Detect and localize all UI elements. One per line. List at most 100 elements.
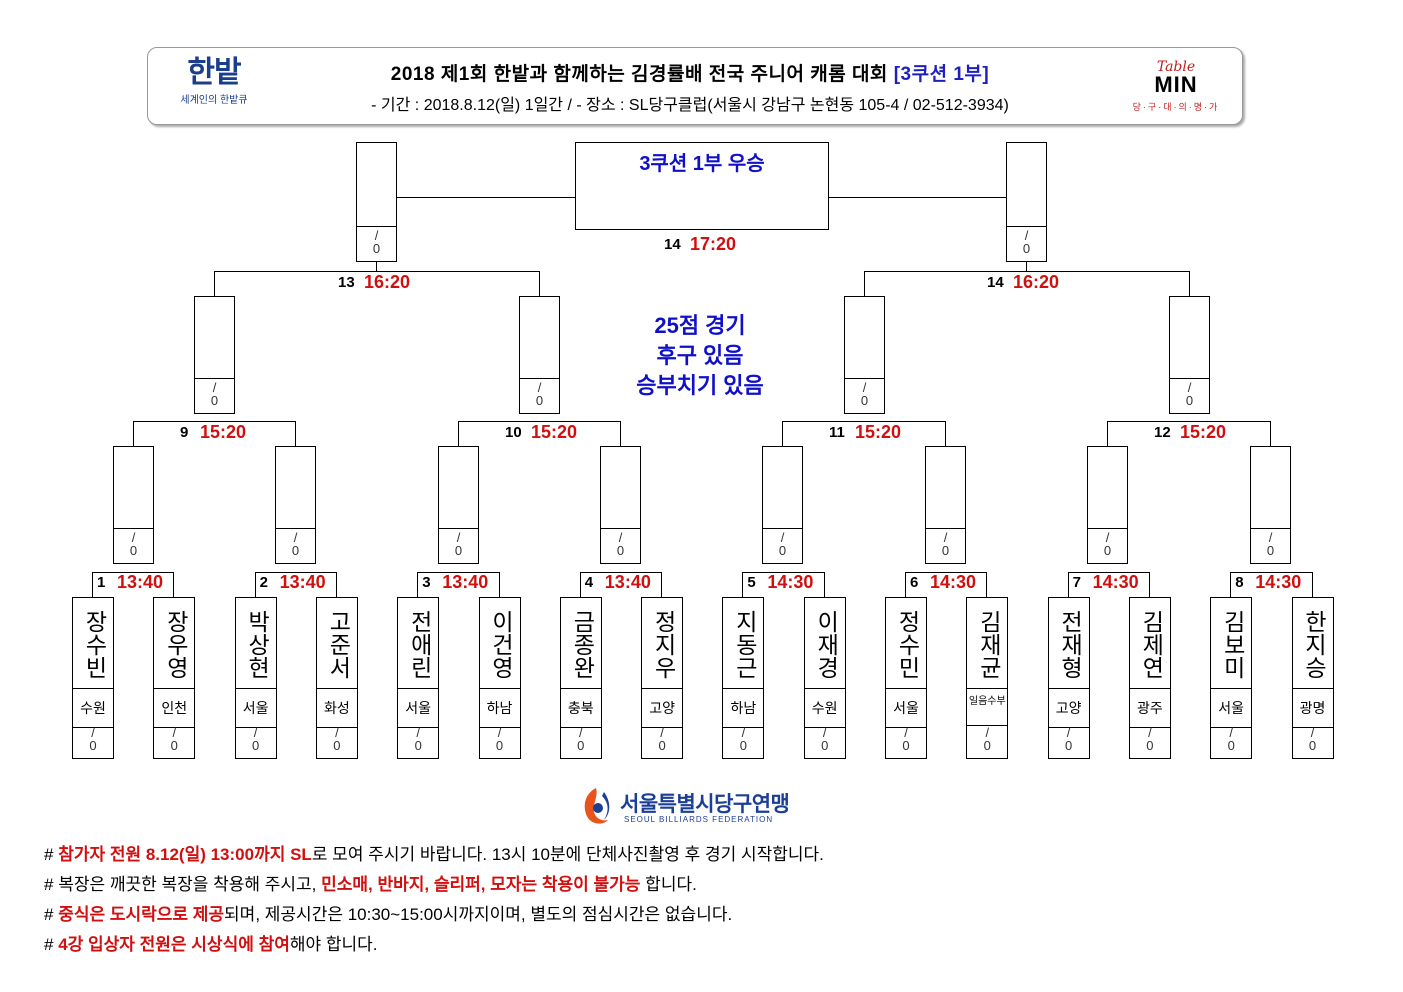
hanbat-logo: 한밭 세계인의 한밭큐	[168, 57, 260, 107]
r16-match-time: 14:30	[930, 572, 977, 592]
player-score: /0	[1064, 725, 1073, 753]
notice-hash: #	[44, 845, 59, 864]
score-cell: /0	[439, 528, 478, 563]
quarter-match-number: 10	[505, 424, 522, 441]
r16-match-time: 13:40	[442, 572, 489, 592]
notice-hash: #	[44, 935, 59, 954]
player-name: 정지우	[649, 609, 676, 679]
r16-match-number: 3	[422, 574, 431, 591]
notice-item: # 참가자 전원 8.12(일) 13:00까지 SL로 모여 주시기 바랍니다…	[44, 840, 1194, 870]
bracket-line	[173, 572, 175, 597]
bracket-line	[254, 572, 256, 597]
bracket-line	[498, 572, 500, 597]
bracket-line	[1311, 572, 1313, 597]
bracket-line	[214, 271, 215, 296]
player-region: 고양	[1048, 688, 1089, 728]
bracket-line	[782, 421, 783, 446]
player-region: 수원	[804, 688, 845, 728]
bracket-line	[92, 572, 175, 573]
bracket-line	[1067, 572, 1069, 597]
player-region: 화성	[316, 688, 357, 728]
score-cell: /0	[357, 226, 396, 261]
quarter-winner-box: /0	[519, 296, 560, 414]
score-cell: /0	[114, 528, 153, 563]
player-name: 박상현	[243, 609, 270, 679]
r16-match-number: 5	[747, 574, 756, 591]
quarter-winner-box: /0	[844, 296, 885, 414]
federation-english: SEOUL BILLIARDS FEDERATION	[624, 815, 774, 824]
tablemin-logo: Table MIN 당·구·대·의·명·가	[1118, 60, 1234, 113]
notice-hash: #	[44, 875, 59, 894]
bracket-line	[864, 271, 1190, 272]
bracket-line	[133, 421, 134, 446]
bracket-line	[742, 572, 744, 597]
notice-item: # 중식은 도시락으로 제공되며, 제공시간은 10:30~15:00시까지이며…	[44, 900, 1194, 930]
score-cell: /0	[601, 528, 640, 563]
bracket-line	[458, 421, 621, 422]
player-name: 김보미	[1218, 609, 1245, 679]
match-rules-note: 25점 경기 후구 있음 승부치기 있음	[590, 311, 810, 401]
score-cell: /0	[926, 528, 965, 563]
r16-match-number: 8	[1235, 574, 1244, 591]
player-region: 인천	[154, 688, 195, 728]
quarter-match-number: 12	[1154, 424, 1171, 441]
federation-name: 서울특별시당구연맹	[620, 792, 790, 816]
r16-match-number: 7	[1072, 574, 1081, 591]
notice-item: # 4강 입상자 전원은 시상식에 참여해야 합니다.	[44, 930, 1194, 960]
r16-winner-box: /0	[113, 446, 154, 564]
bracket-line	[905, 572, 988, 573]
semi-match-time: 16:20	[1013, 272, 1060, 292]
final-match-number: 14	[664, 236, 681, 253]
notice-item: # 복장은 깨끗한 복장을 착용해 주시고, 민소매, 반바지, 슬리퍼, 모자…	[44, 870, 1194, 900]
r16-match-time: 13:40	[117, 572, 164, 592]
player-region: 서울	[1211, 688, 1252, 728]
notice-emphasis: 민소매, 반바지, 슬리퍼, 모자는 착용이 불가능	[321, 875, 641, 894]
player-region: 하남	[723, 688, 764, 728]
player-name: 이재경	[812, 609, 839, 679]
r16-winner-box: /0	[600, 446, 641, 564]
r16-match-time: 13:40	[604, 572, 651, 592]
player-region: 하남	[479, 688, 520, 728]
bracket-line	[295, 421, 296, 446]
bracket-line	[864, 271, 865, 296]
federation-logo: 서울특별시당구연맹 SEOUL BILLIARDS FEDERATION	[574, 784, 834, 828]
player-region: 수원	[73, 688, 113, 728]
player-score: /0	[495, 725, 504, 753]
bracket-line	[133, 421, 296, 422]
semi-match-number: 13	[338, 274, 355, 291]
score-cell: /0	[763, 528, 802, 563]
bracket-line	[782, 421, 946, 422]
player-name: 고준서	[324, 609, 351, 679]
player-region: 충북	[560, 688, 601, 728]
r16-winner-box: /0	[438, 446, 479, 564]
quarter-winner-box: /0	[194, 296, 235, 414]
bracket-line	[579, 572, 663, 573]
bracket-line	[829, 197, 1007, 198]
r16-match-time: 13:40	[279, 572, 326, 592]
quarter-match-time: 15:20	[531, 422, 578, 442]
player-name: 장우영	[161, 609, 188, 679]
player-score: /0	[821, 725, 829, 753]
bracket-line	[945, 421, 946, 446]
player-name: 김제연	[1137, 609, 1164, 679]
bracket-line	[742, 572, 825, 573]
player-name: 금종완	[568, 609, 595, 679]
quarter-match-time: 15:20	[1180, 422, 1227, 442]
bracket-line	[579, 572, 581, 597]
bracket-line	[458, 421, 459, 446]
bracket-line	[376, 262, 377, 271]
rule-line: 25점 경기	[654, 313, 746, 338]
quarter-match-time: 15:20	[855, 422, 902, 442]
r16-winner-box: /0	[1250, 446, 1291, 564]
champion-title: 3쿠션 1부 우승	[639, 153, 765, 175]
tablemin-logo-main: MIN	[1154, 72, 1198, 97]
